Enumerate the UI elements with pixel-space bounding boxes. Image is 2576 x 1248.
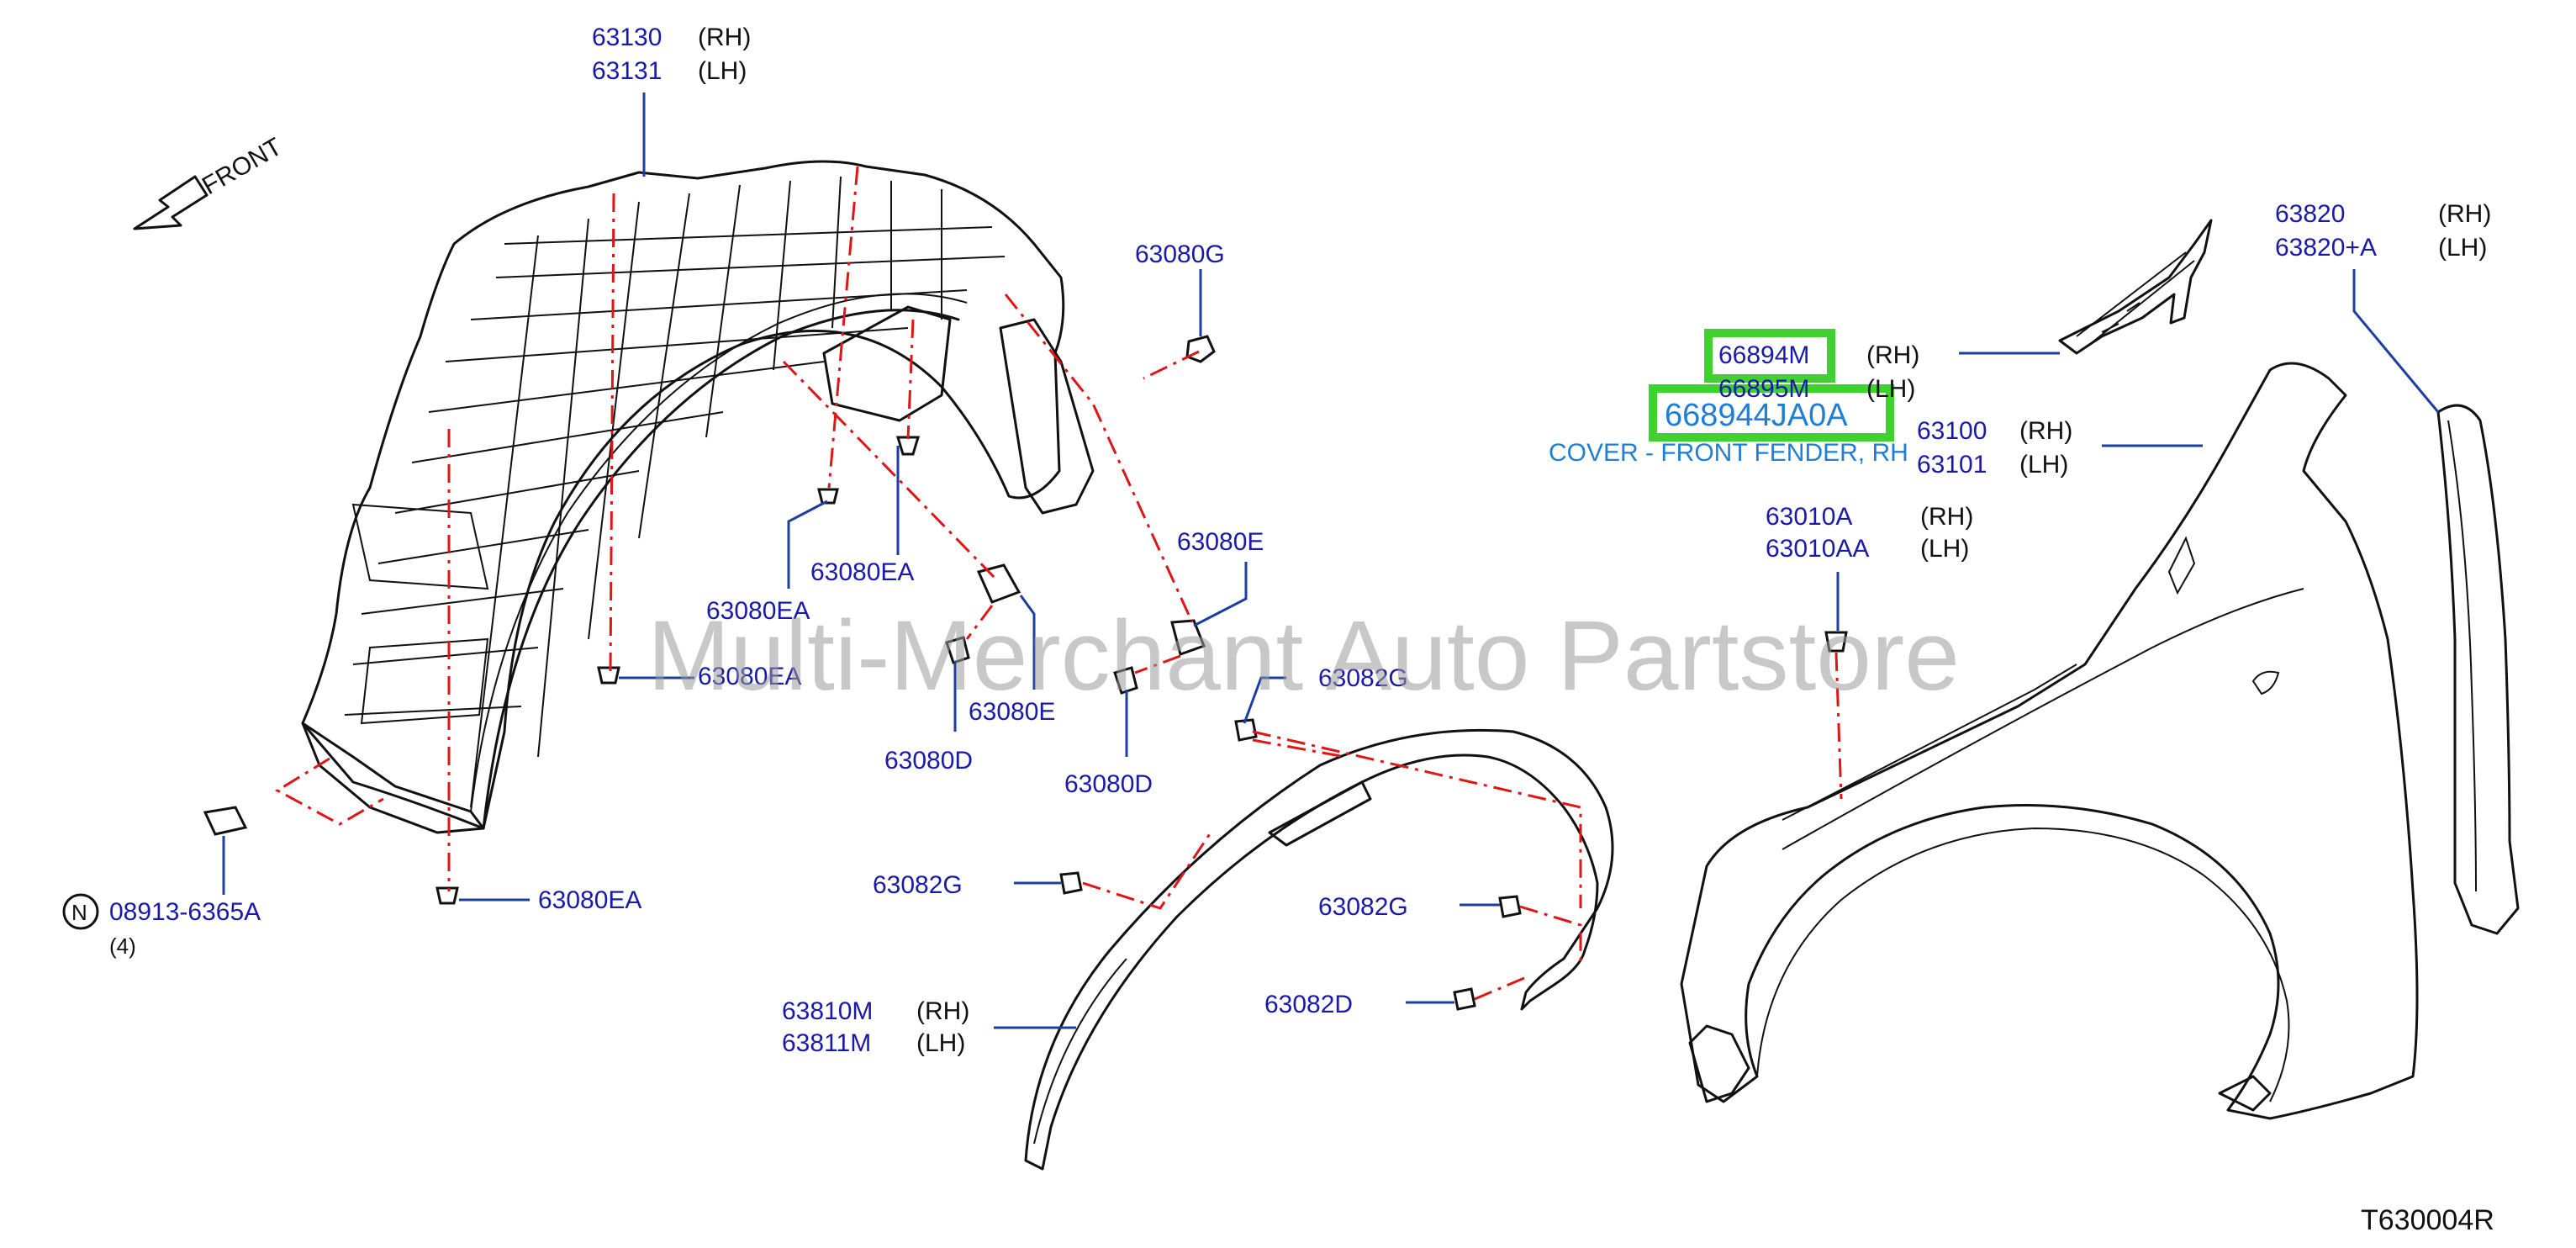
bolt-63010a-icon[interactable] [1824, 631, 1848, 653]
front-arrow-icon [133, 175, 209, 230]
callout-63131-side: (LH) [698, 57, 747, 85]
front-indicator-label: FRONT [198, 133, 287, 200]
leader-lines [222, 93, 2440, 1029]
callout-08913-6365a[interactable]: 08913-6365A [109, 898, 261, 926]
front-fender-part[interactable] [1680, 362, 2419, 1120]
callout-63080g[interactable]: 63080G [1135, 241, 1225, 268]
callout-63101-side: (LH) [2019, 451, 2068, 479]
callout-63080ea-bottom[interactable]: 63080EA [538, 886, 641, 914]
clip-63080ea-left-icon[interactable] [597, 666, 620, 685]
drawing-code: T630004R [2361, 1204, 2494, 1236]
callout-66895m-side: (LH) [1866, 375, 1915, 403]
screw-63080d-right-icon[interactable] [1113, 666, 1138, 695]
clip-63080g-icon[interactable] [1185, 335, 1216, 363]
callout-63820a[interactable]: 63820+A [2275, 234, 2377, 262]
screw-63080d-left-icon[interactable] [945, 636, 970, 664]
callout-63010aa-side: (LH) [1920, 535, 1969, 563]
highlighted-part-description: COVER - FRONT FENDER, RH [1549, 439, 1908, 467]
n-marker-icon: N [62, 893, 99, 930]
clip-63082g-top-icon[interactable] [1234, 718, 1258, 742]
callout-63811m[interactable]: 63811M [782, 1029, 871, 1057]
fender-liner-part[interactable] [301, 160, 1095, 834]
callout-63080ea-top[interactable]: 63080EA [810, 558, 914, 586]
callout-08913-qty: (4) [109, 933, 136, 959]
callout-63101[interactable]: 63101 [1917, 451, 1987, 479]
callout-63080ea-mid[interactable]: 63080EA [706, 597, 810, 625]
callout-63100[interactable]: 63100 [1917, 417, 1987, 445]
callout-63082g-right[interactable]: 63082G [1318, 893, 1408, 921]
callout-63010aa[interactable]: 63010AA [1766, 535, 1869, 563]
callout-63131[interactable]: 63131 [592, 57, 662, 85]
highlight-box-66894m [1704, 329, 1835, 383]
callout-63080e-right[interactable]: 63080E [1177, 528, 1264, 556]
highlighted-part-number[interactable]: 668944JA0A [1665, 398, 1848, 433]
wheel-arch-molding-part[interactable] [1024, 728, 1614, 1171]
screw-63080ea-mid-icon[interactable] [895, 436, 921, 456]
assembly-lines [274, 166, 1843, 1001]
callout-63080ea-left[interactable]: 63080EA [698, 663, 801, 690]
callout-63820-side: (RH) [2438, 200, 2491, 228]
clip-63082g-right-icon[interactable] [1498, 895, 1522, 918]
clip-08913-icon[interactable] [203, 806, 248, 836]
callout-63082g-top[interactable]: 63082G [1318, 664, 1408, 692]
front-fender-cover-part[interactable] [2058, 219, 2213, 355]
callout-63082d[interactable]: 63082D [1264, 991, 1353, 1018]
screw-63082d-icon[interactable] [1453, 987, 1476, 1011]
callout-63130[interactable]: 63130 [592, 24, 662, 51]
callout-63080e-left[interactable]: 63080E [969, 698, 1055, 726]
clip-63080ea-bottom-icon[interactable] [435, 886, 459, 905]
callout-63811m-side: (LH) [916, 1029, 965, 1057]
highlight-box-part-number [1649, 384, 1894, 442]
callout-63010a-side: (RH) [1920, 503, 1973, 531]
callout-66894m[interactable]: 66894M [1718, 341, 1809, 369]
callout-66894m-side: (RH) [1866, 341, 1919, 369]
nut-63080e-left-icon[interactable] [976, 563, 1021, 604]
callout-63820a-side: (LH) [2438, 234, 2487, 262]
callout-63820[interactable]: 63820 [2275, 200, 2345, 228]
watermark: Multi-Merchant Auto Partstore [647, 600, 1960, 711]
callout-63810m[interactable]: 63810M [782, 997, 873, 1025]
callout-63082g-left[interactable]: 63082G [873, 871, 963, 899]
callout-63100-side: (RH) [2019, 417, 2072, 445]
callout-63010a[interactable]: 63010A [1766, 503, 1852, 531]
clip-63080ea-top-icon[interactable] [817, 488, 839, 505]
fender-seal-strip-part[interactable] [2436, 404, 2520, 935]
callout-63080d-right[interactable]: 63080D [1064, 770, 1153, 798]
n-marker-letter: N [71, 900, 87, 925]
callout-66895m[interactable]: 66895M [1718, 375, 1809, 403]
callout-63130-side: (RH) [698, 24, 751, 51]
clip-63082g-left-icon[interactable] [1059, 871, 1083, 895]
nut-63080e-right-icon[interactable] [1170, 619, 1206, 656]
callout-63080d-left[interactable]: 63080D [884, 747, 973, 775]
callout-63810m-side: (RH) [916, 997, 969, 1025]
